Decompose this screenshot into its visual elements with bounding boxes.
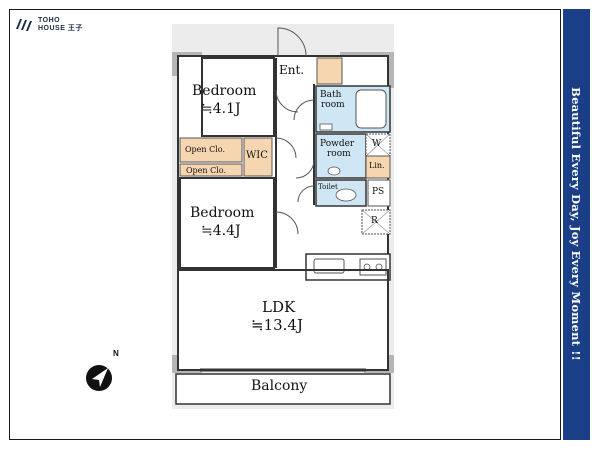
entrance-door-arc [277, 27, 307, 57]
powder-label-1: Powder [320, 139, 355, 149]
door-arc-bedroom1 [275, 89, 299, 113]
bedroom2-walls [179, 177, 275, 269]
ps-label: PS [372, 187, 385, 197]
slogan-band [563, 9, 590, 440]
open-closet-2-label: Open Clo. [186, 166, 227, 175]
north-compass-icon [86, 365, 112, 391]
bedroom1-name: Bedroom [192, 83, 257, 99]
door-arc-bath [293, 99, 315, 121]
toilet-label: Toilet [318, 183, 338, 191]
ps-shaft [367, 179, 391, 207]
linen-closet [365, 155, 391, 179]
wic-label: WIC [246, 150, 268, 161]
bathroom-label-2: room [321, 100, 345, 110]
ldk-name: LDK [262, 298, 296, 316]
bedroom1-walls [201, 57, 275, 137]
logo-icon [16, 19, 32, 31]
fridge-cross-b [361, 209, 391, 235]
powder-room-area [315, 133, 367, 179]
linen-label: Lin. [369, 161, 385, 170]
wic-area [243, 137, 273, 177]
door-arc-wic [275, 137, 297, 159]
bedroom1-size: ≒4.1J [201, 101, 241, 117]
bathtub [355, 89, 387, 129]
brand-line1: TOHO [38, 17, 61, 24]
washer-cross-b [365, 133, 391, 157]
fridge-label: R [371, 216, 378, 226]
balcony-area [175, 373, 391, 405]
ldk-size: ≒13.4J [251, 316, 303, 334]
open-closet-1-label: Open Clo. [185, 145, 226, 154]
bedroom2-size: ≒4.4J [201, 223, 241, 239]
compass-north-label: N [113, 349, 119, 358]
washer-label: W [372, 139, 382, 149]
open-closet-1 [179, 137, 243, 163]
brand-line2: HOUSE 王子 [38, 25, 83, 32]
brand-logo: TOHO HOUSE 王子 [14, 15, 83, 35]
entrance-shoebox [316, 57, 343, 85]
bathroom-label-1: Bath [320, 90, 342, 100]
powder-label-2: room [327, 149, 351, 159]
open-closet-2 [179, 163, 243, 177]
door-arc-bedroom2 [275, 211, 299, 235]
balcony-label: Balcony [251, 378, 308, 394]
entrance-label: Ent. [279, 63, 305, 77]
door-arc-toilet [297, 185, 315, 203]
bedroom2-name: Bedroom [190, 205, 255, 221]
washbasin [327, 166, 341, 176]
bath-drain [319, 123, 333, 131]
toilet-bowl [335, 188, 357, 202]
door-arc-powder [295, 159, 315, 179]
